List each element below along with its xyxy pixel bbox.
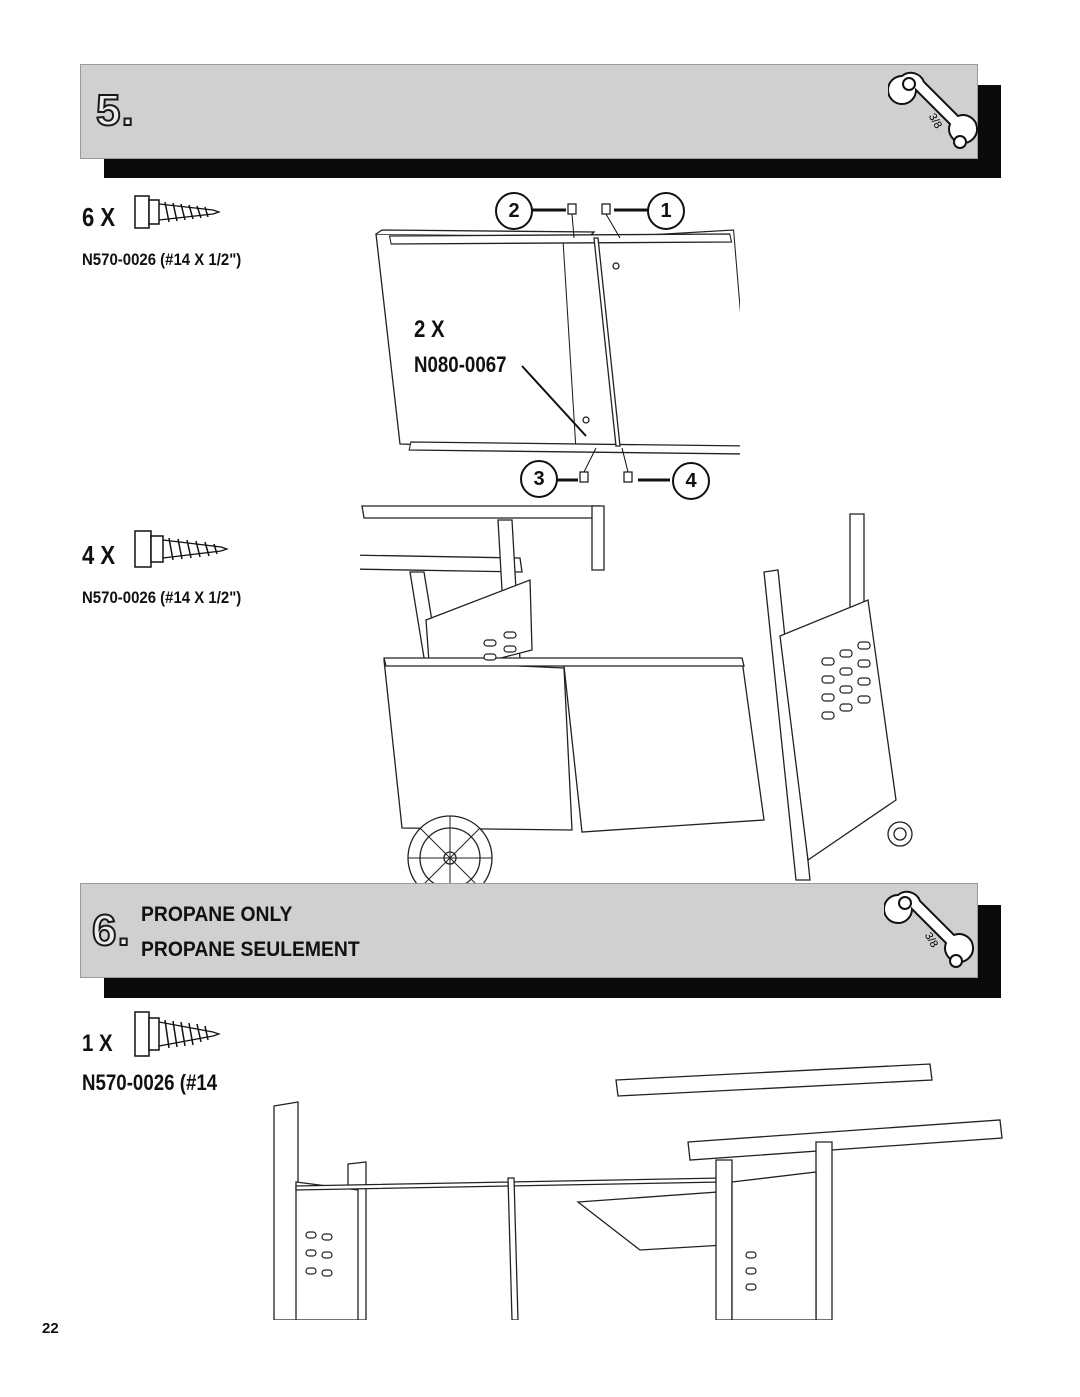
step6-title-french: PROPANE SEULEMENT [141,938,360,961]
screw-icon [134,1011,221,1057]
bolt-quantity: 2 X [414,316,445,343]
step6-banner [80,883,978,978]
screw-part-number: N570-0026 (#14 X 1/2") [82,250,242,269]
screw-quantity-4: 4 X [82,540,116,570]
screw-part-number: N570-0026 (#14 [82,1070,218,1095]
step6-number: 6. [91,905,131,956]
step6-title-english: PROPANE ONLY [141,903,293,926]
screw-quantity-6: 6 X [82,202,116,232]
wrench-icon: 3/8 [884,890,975,968]
propane-tank-bracket-diagram [273,1063,1003,1320]
wrench-icon: 3/8 [888,71,979,149]
callout-3: 3 [520,460,558,498]
cart-assembly-diagram [360,505,913,885]
callout-4: 4 [672,462,710,500]
step5-banner [80,64,978,159]
callout-1: 1 [647,192,685,230]
screw-icon [134,195,221,229]
callout-leader-lines [521,208,670,482]
screw-icon [134,530,229,568]
screw-part-number: N570-0026 (#14 X 1/2") [82,588,242,607]
page-number: 22 [42,1320,59,1337]
step5-number: 5. [95,85,135,136]
callout-2: 2 [495,192,533,230]
screw-quantity-1: 1 X [82,1030,113,1057]
bolt-part-number: N080-0067 [414,352,507,377]
front-panel-diagram [375,203,740,483]
